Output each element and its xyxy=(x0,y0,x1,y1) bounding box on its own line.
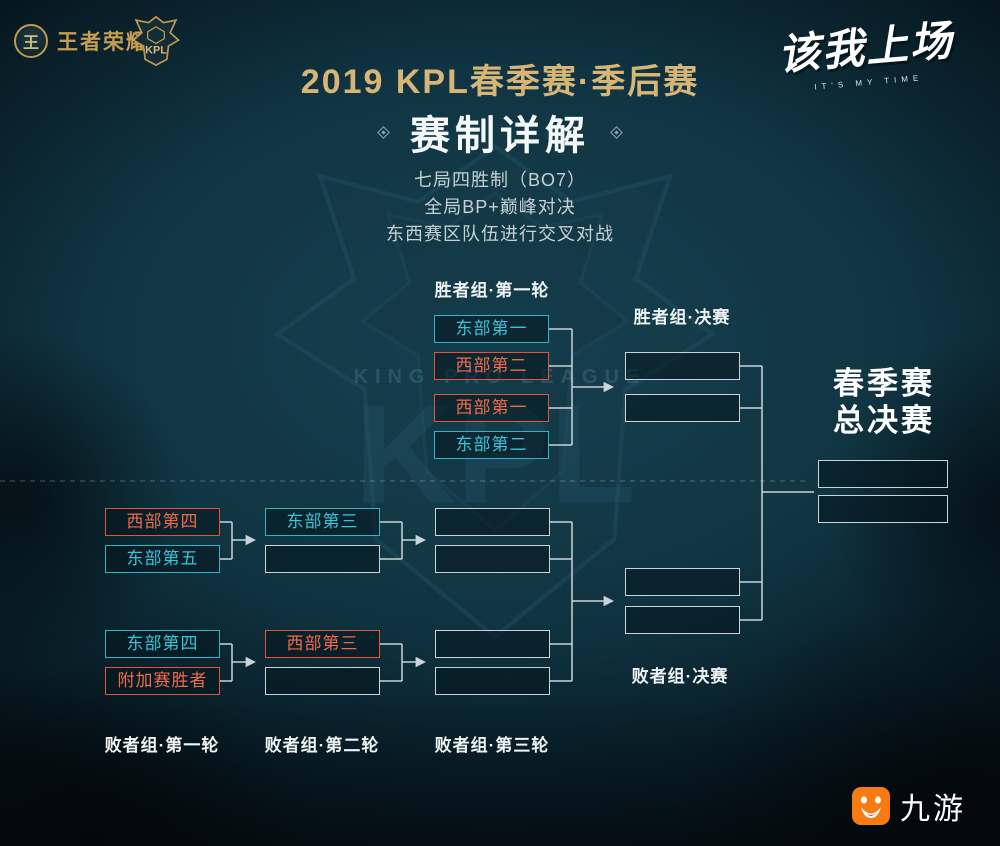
losers-r1-slot-4: 附加赛胜者 xyxy=(105,667,220,695)
losers-r1-slot-3: 东部第四 xyxy=(105,630,220,658)
diamond-ornament-right xyxy=(610,125,623,139)
partner-logo-block: 九游 xyxy=(851,784,966,828)
winners-r1-slot-1: 东部第一 xyxy=(434,315,549,343)
losers-r2-slot-4 xyxy=(265,667,380,695)
grand-final-slot-1 xyxy=(818,460,948,488)
wangzhe-logo-text: 王者荣耀 xyxy=(57,31,149,54)
grand-final-title-line1: 春季赛 xyxy=(833,366,935,401)
losers-final-slot-2 xyxy=(625,606,740,634)
winners-r1-slot-4: 东部第二 xyxy=(434,431,549,459)
rule-line-1: 七局四胜制（BO7） xyxy=(413,170,587,190)
partner-logo-text: 九游 xyxy=(900,793,966,826)
losers-r3-slot-4 xyxy=(435,667,550,695)
losers-final-label: 败者组·决赛 xyxy=(631,667,729,686)
losers-r3-slot-1 xyxy=(435,508,550,536)
winners-round1-label: 胜者组·第一轮 xyxy=(434,281,550,300)
winners-final-label: 胜者组·决赛 xyxy=(633,308,731,327)
losers-r2-slot-3: 西部第三 xyxy=(265,630,380,658)
losers-r3-slot-3 xyxy=(435,630,550,658)
subtitle-row: 赛制详解 xyxy=(0,103,1000,161)
winners-final-slot-1 xyxy=(625,352,740,380)
jiuyou-smiley-icon xyxy=(852,787,890,825)
losers-r2-slot-2 xyxy=(265,545,380,573)
brand-wangzhe: 王 王者荣耀 xyxy=(14,24,149,58)
rule-line-3: 东西赛区队伍进行交叉对战 xyxy=(386,224,614,244)
grand-final-slot-2 xyxy=(818,495,948,523)
losers-round3-label: 败者组·第三轮 xyxy=(434,736,550,755)
winners-final-slot-2 xyxy=(625,394,740,422)
page-title: 2019 KPL春季赛·季后赛 xyxy=(300,63,700,101)
diamond-ornament-left xyxy=(377,125,390,139)
losers-r1-slot-2: 东部第五 xyxy=(105,545,220,573)
losers-r3-slot-2 xyxy=(435,545,550,573)
rule-line-2: 全局BP+巅峰对决 xyxy=(424,197,576,217)
grand-final-title-line2: 总决赛 xyxy=(833,403,935,438)
winners-r1-slot-3: 西部第一 xyxy=(434,394,549,422)
wangzhe-logo-icon: 王 xyxy=(14,24,48,58)
page-subtitle: 赛制详解 xyxy=(410,114,590,158)
winners-r1-slot-2: 西部第二 xyxy=(434,352,549,380)
decor-left-silhouette xyxy=(0,330,180,670)
losers-r2-slot-1: 东部第三 xyxy=(265,508,380,536)
rules-block: 七局四胜制（BO7） 全局BP+巅峰对决 东西赛区队伍进行交叉对战 xyxy=(0,167,1000,248)
losers-r1-slot-1: 西部第四 xyxy=(105,508,220,536)
grand-final-title: 春季赛 总决赛 xyxy=(808,365,960,439)
losers-final-slot-1 xyxy=(625,568,740,596)
kpl-badge-text: KPL xyxy=(145,45,167,57)
kpl-badge-icon: KPL xyxy=(132,15,180,67)
